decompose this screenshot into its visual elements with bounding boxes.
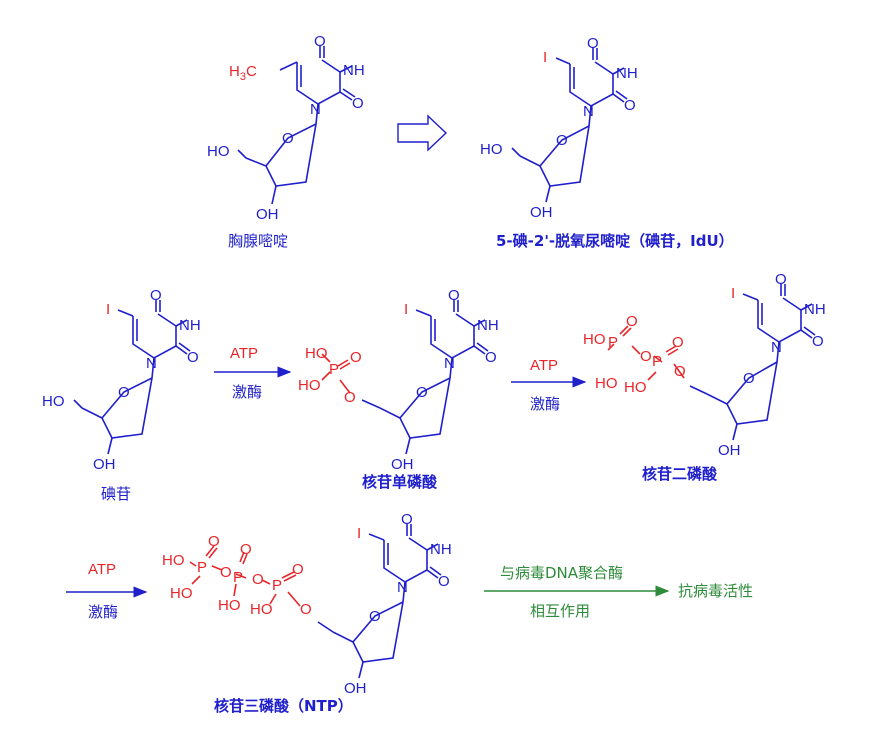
atom-o: O — [587, 35, 599, 52]
atom-o: O — [401, 511, 413, 528]
atom-ho: HO — [42, 393, 65, 410]
atom-ho: HO — [207, 143, 230, 160]
atom-o: O — [448, 287, 460, 304]
arrow2-kinase-label: 激酶 — [530, 395, 560, 413]
atom-o: O — [438, 573, 450, 590]
atom-oh: OH — [344, 680, 367, 697]
atom-o: O — [350, 349, 362, 366]
atom-o: O — [187, 349, 199, 366]
idu-structure: I O NH O N O HO OH — [480, 35, 638, 221]
arrow3-kinase-label: 激酶 — [88, 603, 118, 621]
iodine-glycoside-structure: I O NH O N O HO OH — [42, 287, 201, 473]
atom-o: O — [369, 608, 381, 625]
atom-o: O — [252, 571, 264, 588]
atom-o: O — [775, 271, 787, 288]
atom-n: N — [583, 103, 594, 120]
atom-o: O — [624, 97, 636, 114]
atom-nh: NH — [343, 62, 365, 79]
atom-n: N — [146, 355, 157, 372]
ndp-structure: I O NH O N O OH HO P O O P O HO HO O — [583, 271, 826, 459]
atom-nh: NH — [477, 317, 499, 334]
atom-o: O — [240, 541, 252, 558]
atom-o: O — [812, 333, 824, 350]
atom-o: O — [292, 561, 304, 578]
arrow2-atp-label: ATP — [530, 357, 558, 374]
interaction-label: 相互作用 — [530, 602, 590, 620]
caption-thymidine: 胸腺嘧啶 — [228, 232, 288, 250]
atom-p: P — [329, 361, 339, 378]
caption-idu: 5-碘-2'-脱氧尿嘧啶（碘苷，IdU） — [496, 232, 734, 250]
polymerase-label: 与病毒DNA聚合酶 — [500, 564, 623, 582]
atom-nh: NH — [179, 317, 201, 334]
arrow1-kinase-label: 激酶 — [232, 383, 262, 401]
atom-oh: OH — [718, 442, 741, 459]
atom-o: O — [626, 313, 638, 330]
atom-o: O — [672, 334, 684, 351]
atom-ho: HO — [480, 141, 503, 158]
atom-i: I — [731, 285, 735, 302]
atom-n: N — [444, 355, 455, 372]
atom-ho: HO — [583, 331, 606, 348]
atom-o: O — [485, 349, 497, 366]
caption-ntp: 核苷三磷酸（NTP） — [214, 697, 353, 715]
atom-o: O — [208, 533, 220, 550]
atom-o: O — [416, 384, 428, 401]
methyl-label: H3C — [229, 63, 257, 83]
atom-i: I — [404, 301, 408, 318]
atom-ho: HO — [624, 379, 647, 396]
atom-oh: OH — [93, 456, 116, 473]
atom-i: I — [357, 525, 361, 542]
antiviral-label: 抗病毒活性 — [678, 582, 753, 600]
atom-i: I — [106, 301, 110, 318]
atom-p: P — [652, 353, 662, 370]
atom-o: O — [344, 389, 356, 406]
atom-o: O — [743, 370, 755, 387]
atom-o: O — [674, 363, 686, 380]
nmp-structure: I O NH O N O OH HO P O HO O — [298, 287, 499, 473]
caption-nmp: 核苷单磷酸 — [362, 473, 438, 491]
atom-o: O — [352, 95, 364, 112]
atom-n: N — [771, 339, 782, 356]
caption-ndp: 核苷二磷酸 — [642, 465, 718, 483]
atom-oh: OH — [391, 456, 414, 473]
atom-o: O — [314, 33, 326, 50]
atom-o: O — [300, 601, 312, 618]
caption-iodine-glycoside: 碘苷 — [101, 485, 131, 503]
atom-nh: NH — [804, 301, 826, 318]
atom-oh: OH — [530, 204, 553, 221]
atom-p: P — [272, 577, 282, 594]
atom-o: O — [282, 130, 294, 147]
atom-n: N — [310, 101, 321, 118]
ntp-structure: I O NH O N O OH HO P O O P O O P O HO HO… — [162, 511, 452, 697]
atom-ho: HO — [250, 601, 273, 618]
atom-oh: OH — [256, 206, 279, 223]
atom-o: O — [150, 287, 162, 304]
atom-o: O — [220, 564, 232, 581]
atom-n: N — [397, 579, 408, 596]
atom-ho: HO — [218, 597, 241, 614]
atom-o: O — [640, 348, 652, 365]
atom-ho: HO — [298, 377, 321, 394]
atom-i: I — [543, 49, 547, 66]
conversion-arrow — [397, 114, 448, 152]
atom-p: P — [197, 559, 207, 576]
atom-p: P — [608, 334, 618, 351]
thymidine-structure: H3C O NH O N O HO OH — [207, 33, 365, 223]
atom-ho: HO — [305, 345, 328, 362]
atom-nh: NH — [616, 65, 638, 82]
atom-o: O — [118, 384, 130, 401]
atom-ho: HO — [595, 375, 618, 392]
atom-o: O — [556, 132, 568, 149]
atom-p: P — [233, 569, 243, 586]
arrow1-atp-label: ATP — [230, 345, 258, 362]
atom-nh: NH — [430, 541, 452, 558]
atom-ho: HO — [170, 585, 193, 602]
atom-ho: HO — [162, 552, 185, 569]
arrow3-atp-label: ATP — [88, 561, 116, 578]
